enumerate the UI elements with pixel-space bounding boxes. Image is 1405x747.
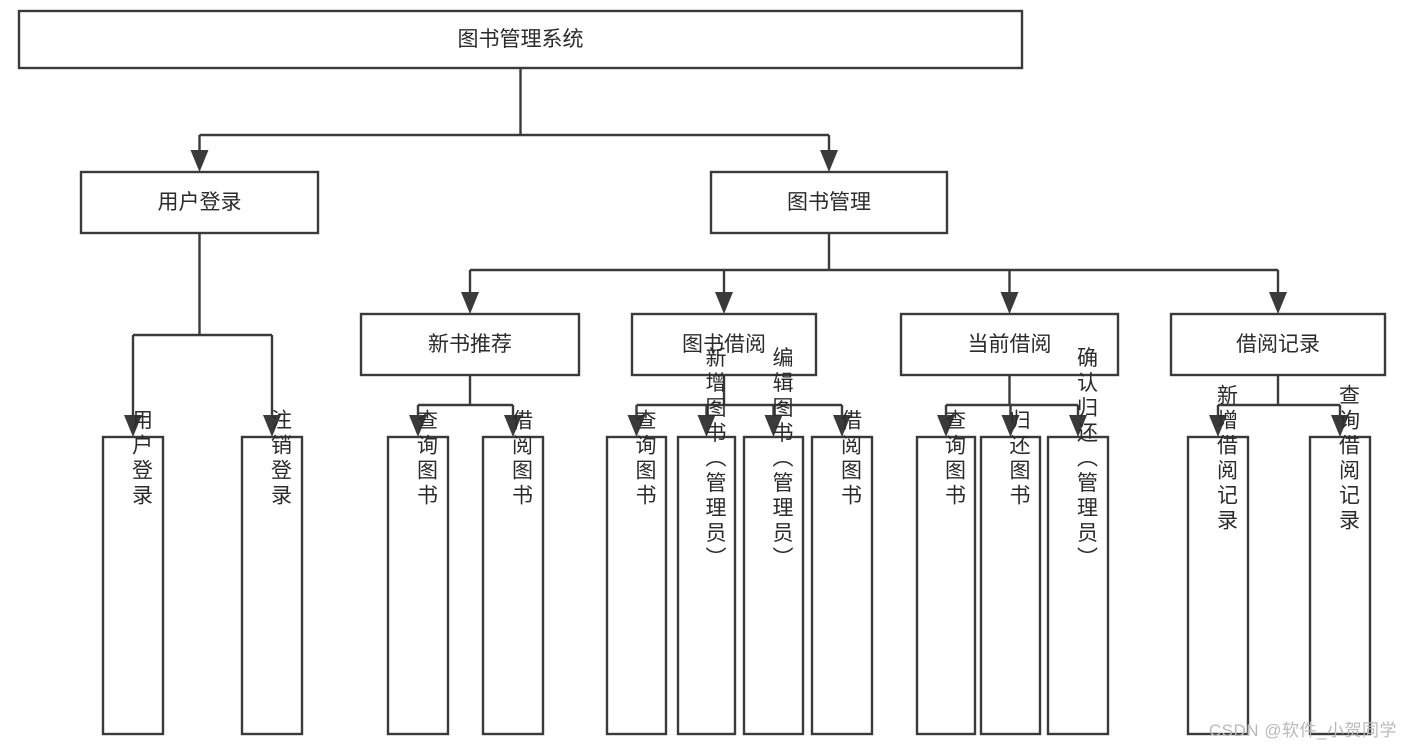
当前借阅-to-确认归还管理员-arrow-icon [1069, 415, 1087, 437]
node-box [1308, 435, 1372, 736]
node-label: 用户登录 [130, 409, 154, 509]
node-label: 查询图书 [415, 409, 439, 509]
connectors-layer [124, 68, 1349, 437]
node-leaf-查询图书[interactable]: 查询图书 [386, 409, 450, 736]
用户登录-to-注销登录-arrow-icon [263, 415, 281, 437]
node-box [101, 435, 165, 736]
bookmgmt-to-图书借阅-arrow-icon [715, 292, 733, 314]
node-label: 新增借阅记录 [1215, 384, 1239, 534]
node-box [742, 435, 805, 736]
图书借阅-to-编辑图书管理员-arrow-icon [764, 415, 783, 437]
node-label: 归还图书 [1007, 409, 1031, 509]
node-label: 编辑图书（管理员） [770, 347, 794, 572]
node-box [979, 435, 1042, 736]
node-level2-当前借阅[interactable]: 当前借阅 [899, 312, 1120, 377]
node-label: 确认归还（管理员） [1075, 347, 1099, 572]
node-leaf-编辑图书管理员[interactable]: 编辑图书（管理员） [742, 347, 805, 736]
node-box [709, 170, 949, 235]
当前借阅-to-归还图书-arrow-icon [1001, 415, 1020, 437]
借阅记录-to-新增借阅记录-arrow-icon [1209, 415, 1227, 437]
node-leaf-查询借阅记录[interactable]: 查询借阅记录 [1308, 384, 1372, 736]
bookmgmt-to-当前借阅-arrow-icon [1000, 292, 1019, 314]
node-label: 图书管理 [787, 191, 871, 214]
node-leaf-新增图书管理员[interactable]: 新增图书（管理员） [676, 347, 737, 736]
node-leaf-新增借阅记录[interactable]: 新增借阅记录 [1186, 384, 1250, 736]
node-box [605, 435, 668, 736]
图书借阅-to-查询图书-arrow-icon [627, 415, 646, 437]
node-leaf-归还图书[interactable]: 归还图书 [979, 409, 1042, 736]
node-box [359, 312, 581, 377]
node-box [1046, 435, 1110, 736]
node-label: 图书管理系统 [458, 28, 584, 51]
node-leaf-借阅图书[interactable]: 借阅图书 [481, 409, 545, 736]
图书借阅-to-新增图书管理员-arrow-icon [697, 415, 716, 437]
node-box [676, 435, 737, 736]
node-level2-新书推荐[interactable]: 新书推荐 [359, 312, 581, 377]
node-box [79, 170, 320, 235]
node-level2-图书借阅[interactable]: 图书借阅 [630, 312, 818, 377]
node-label: 借阅图书 [510, 409, 534, 509]
node-label: 用户登录 [158, 191, 242, 214]
node-leaf-注销登录[interactable]: 注销登录 [240, 409, 304, 736]
node-label: 新书推荐 [428, 333, 512, 356]
root-to-图书管理-arrow-icon [820, 150, 838, 172]
node-box [1169, 312, 1387, 377]
新书推荐-to-查询图书-arrow-icon [409, 415, 427, 437]
node-box [915, 435, 977, 736]
node-box [1186, 435, 1250, 736]
node-leaf-查询图书[interactable]: 查询图书 [605, 409, 668, 736]
node-label: 注销登录 [269, 409, 293, 509]
node-leaf-用户登录[interactable]: 用户登录 [101, 409, 165, 736]
node-label: 新增图书（管理员） [703, 347, 727, 572]
nodes-layer: 图书管理系统用户登录图书管理新书推荐图书借阅当前借阅借阅记录用户登录注销登录查询… [17, 9, 1387, 736]
node-root-图书管理系统[interactable]: 图书管理系统 [17, 9, 1024, 70]
node-level1-图书管理[interactable]: 图书管理 [709, 170, 949, 235]
node-label: 查询图书 [633, 409, 657, 509]
node-label: 借阅图书 [839, 409, 863, 509]
node-box [810, 435, 874, 736]
node-leaf-确认归还管理员[interactable]: 确认归还（管理员） [1046, 347, 1110, 736]
当前借阅-to-查询图书-arrow-icon [937, 415, 955, 437]
node-level2-借阅记录[interactable]: 借阅记录 [1169, 312, 1387, 377]
bookmgmt-to-新书推荐-arrow-icon [461, 292, 479, 314]
node-box [17, 9, 1024, 70]
新书推荐-to-借阅图书-arrow-icon [504, 415, 522, 437]
node-box [240, 435, 304, 736]
node-leaf-借阅图书[interactable]: 借阅图书 [810, 409, 874, 736]
node-label: 查询图书 [943, 409, 967, 509]
node-level1-用户登录[interactable]: 用户登录 [79, 170, 320, 235]
node-box [481, 435, 545, 736]
图书借阅-to-借阅图书-arrow-icon [833, 415, 851, 437]
node-label: 图书借阅 [682, 333, 766, 356]
node-label: 借阅记录 [1236, 333, 1320, 356]
node-leaf-查询图书[interactable]: 查询图书 [915, 409, 977, 736]
node-box [630, 312, 818, 377]
node-label: 当前借阅 [968, 333, 1052, 356]
用户登录-to-用户登录-arrow-icon [124, 415, 142, 437]
root-to-用户登录-arrow-icon [190, 150, 209, 172]
node-label: 查询借阅记录 [1337, 384, 1361, 534]
node-box [386, 435, 450, 736]
node-box [899, 312, 1120, 377]
bookmgmt-to-借阅记录-arrow-icon [1269, 292, 1287, 314]
借阅记录-to-查询借阅记录-arrow-icon [1331, 415, 1349, 437]
